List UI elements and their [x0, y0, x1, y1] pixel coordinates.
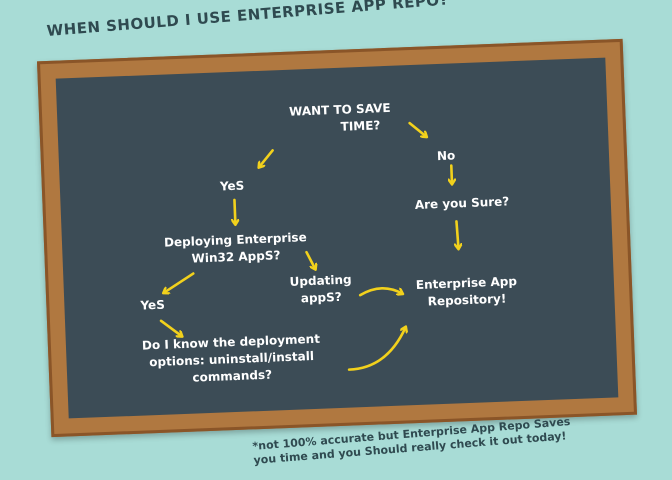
- node-know-deployment-options: Do I know the deployment options: uninst…: [141, 331, 321, 385]
- flow-arrows: [159, 121, 619, 371]
- node-are-you-sure: Are you Sure?: [414, 194, 510, 212]
- node-want-to-save-time: WANT TO SAVE TIME?: [288, 100, 391, 134]
- chalkboard: WANT TO SAVE TIME? No Are you Sure? YeS …: [55, 57, 619, 419]
- arrow-updating-to-repo: [358, 287, 402, 297]
- arrow-no-to-sure: [451, 164, 452, 184]
- arrow-sure-to-repo: [456, 220, 458, 248]
- node-updating-apps: Updating appS?: [289, 272, 352, 306]
- arrow-want-to-yes: [259, 149, 274, 167]
- arrow-know-to-repo: [347, 327, 407, 371]
- node-yes: YeS: [219, 178, 245, 194]
- page-title: WHEN SHOULD I USE ENTERPRISE APP REPO?: [46, 0, 450, 40]
- node-yes-2: YeS: [140, 297, 166, 313]
- arrow-deploying-to-updating: [305, 250, 316, 269]
- node-no: No: [436, 148, 456, 164]
- arrow-yes2-to-know: [159, 319, 182, 337]
- node-enterprise-app-repository: Enterprise App Repository!: [415, 274, 518, 309]
- node-deploying-win32: Deploying Enterprise Win32 AppS?: [163, 230, 307, 266]
- arrow-want-to-no: [408, 121, 427, 138]
- arrow-deploying-to-yes2: [163, 272, 195, 293]
- chalkboard-frame: WANT TO SAVE TIME? No Are you Sure? YeS …: [36, 38, 638, 438]
- arrow-yes-to-deploying: [234, 198, 235, 224]
